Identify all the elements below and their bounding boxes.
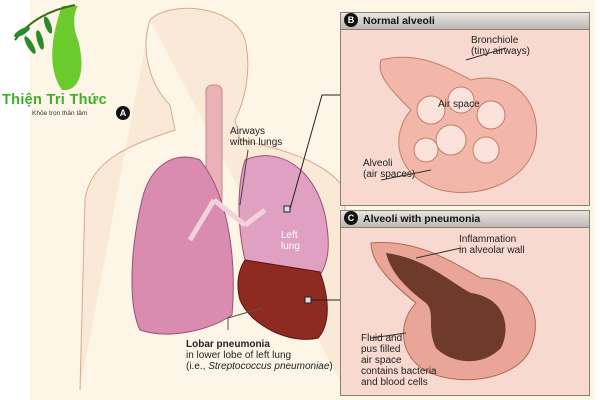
- label-line: Alveoli: [363, 158, 393, 169]
- label-line: Inflammation: [459, 234, 517, 245]
- panel-alveoli-with-pneumonia: Alveoli with pneumonia Inflammation in a…: [340, 210, 590, 396]
- label-line: within lungs: [230, 137, 283, 148]
- leader-b: [289, 94, 340, 210]
- right-lung: [131, 156, 234, 335]
- lobar-title: Lobar pneumonia: [186, 339, 270, 350]
- label-line: Bronchiole: [471, 35, 519, 46]
- label-line: Fluid and: [361, 333, 403, 344]
- panel-normal-alveoli: Normal alveoli Bronchiole (tiny airways)…: [340, 12, 590, 206]
- label-line: and blood cells: [361, 377, 428, 388]
- brand-slogan: Khỏe trọn thân tâm: [32, 110, 88, 117]
- label-line: pus filled: [361, 344, 401, 355]
- marker-c: [304, 296, 312, 304]
- label-line: Left: [281, 230, 298, 241]
- badge-b: B: [344, 13, 358, 27]
- body-outline: [79, 7, 346, 391]
- label-line: Airways: [230, 126, 266, 137]
- label-alveoli: Alveoli (air spaces): [363, 158, 415, 180]
- brand-name: Thiện Tri Thức: [2, 92, 107, 108]
- left-lung-upper-lobe: [238, 155, 329, 276]
- label-line: contains bacteria: [361, 366, 437, 377]
- label-line: (air spaces): [363, 169, 416, 180]
- text: ): [329, 361, 333, 372]
- pneumonia-alveoli-illustration: [370, 241, 536, 381]
- label-airways: Airways within lungs: [230, 126, 282, 148]
- panel-c-title: Alveoli with pneumonia: [341, 211, 589, 228]
- lobar-line3: (i.e., Streptococcus pneumoniae): [186, 361, 333, 372]
- lobar-line2: in lower lobe of left lung: [186, 350, 292, 361]
- panel-b-title: Normal alveoli: [341, 13, 589, 30]
- bronchi: [187, 198, 267, 242]
- label-lobar-pneumonia: Lobar pneumonia in lower lobe of left lu…: [186, 339, 333, 372]
- text: (i.e.,: [186, 361, 209, 372]
- label-fluid: Fluid and pus filled air space contains …: [361, 333, 437, 388]
- leader-airways: [239, 149, 249, 206]
- badge-c: C: [344, 211, 358, 225]
- left-lung-lower-lobe-infected: [237, 259, 328, 340]
- text: Streptococcus pneumoniae: [208, 361, 330, 372]
- marker-b: [283, 205, 291, 213]
- label-line: (tiny airways): [471, 46, 530, 57]
- label-bronchiole: Bronchiole (tiny airways): [471, 35, 530, 57]
- logo-leaves: [14, 16, 53, 54]
- label-line: in alveolar wall: [459, 245, 525, 256]
- normal-alveoli-illustration: [379, 47, 538, 194]
- label-inflammation: Inflammation in alveolar wall: [459, 234, 525, 256]
- label-air-space: Air space: [438, 99, 480, 110]
- label-left-lung: Left lung: [281, 230, 300, 252]
- badge-a: A: [116, 106, 130, 120]
- logo-vase: [52, 6, 82, 91]
- leader-lobar: [227, 307, 263, 330]
- label-line: lung: [281, 241, 300, 252]
- label-line: air space: [361, 355, 402, 366]
